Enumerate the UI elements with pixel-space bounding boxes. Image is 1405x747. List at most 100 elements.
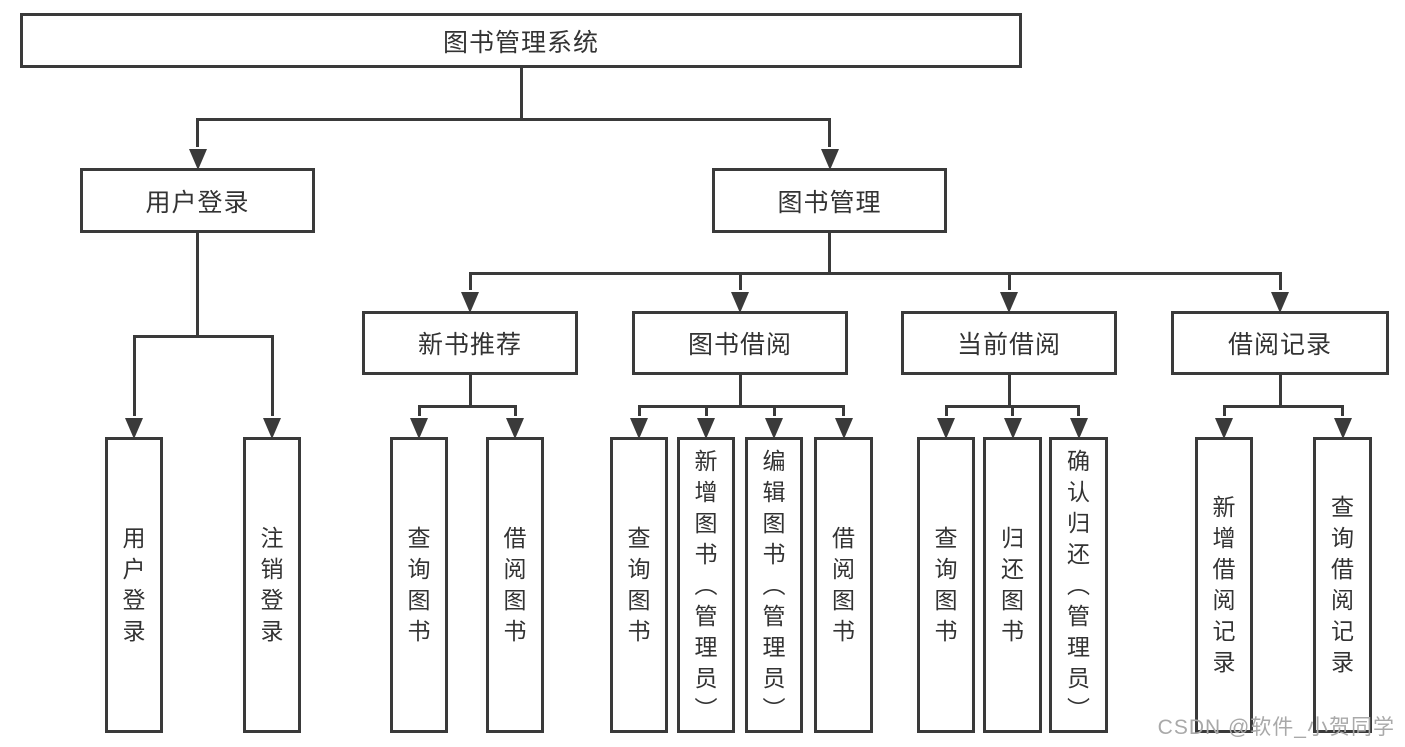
connector-arrowhead: [188, 149, 207, 170]
connector-line: [519, 68, 523, 121]
node-label-char: 图: [694, 509, 718, 536]
connector-line: [196, 233, 199, 338]
node-root: 图书管理系统: [20, 13, 1022, 68]
node-label-char: ︶: [694, 695, 718, 722]
connector-arrowhead: [820, 149, 839, 170]
node-label: 借阅记录: [1227, 331, 1332, 359]
node-label: 当前借阅: [956, 331, 1061, 359]
node-label-char: 查: [407, 525, 431, 551]
node-label-char: ︶: [1067, 695, 1090, 722]
node-label-char: 借: [1212, 556, 1236, 582]
node-label-char: 书: [694, 540, 718, 567]
node-label-char: 录: [122, 618, 146, 644]
node-label-char: 阅: [1331, 587, 1354, 613]
connector-arrowhead: [1271, 292, 1289, 313]
connector-line: [270, 338, 274, 416]
node-label-char: ︵: [762, 571, 786, 598]
node-label-char: 图: [762, 509, 786, 536]
node-label-char: 询: [1331, 525, 1354, 551]
node-label-char: 图: [832, 587, 855, 613]
node-label-char: 书: [832, 618, 855, 644]
node-label-char: ︵: [1067, 571, 1090, 598]
node-label-char: 登: [122, 587, 146, 613]
node-bb-borrow: 借阅图书: [814, 437, 873, 733]
node-label-char: 图: [627, 587, 651, 613]
connector-line: [468, 275, 472, 290]
node-label-char: 阅: [832, 556, 855, 582]
node-label-char: 书: [627, 618, 651, 644]
node-label-char: 增: [1212, 525, 1236, 551]
connector-arrowhead: [263, 418, 281, 439]
node-label-char: 询: [934, 556, 958, 582]
node-label-char: 注: [260, 525, 284, 551]
node-label-char: 管: [1067, 602, 1090, 629]
node-label-char: 录: [1331, 649, 1354, 675]
node-label-char: 管: [762, 602, 786, 629]
connector-line: [842, 408, 845, 416]
node-label-char: 增: [694, 478, 718, 505]
node-label-char: 查: [627, 525, 651, 551]
node-br-query: 查询借阅记录: [1313, 437, 1372, 733]
node-label-char: 查: [934, 525, 958, 551]
node-label: 图书管理: [777, 188, 882, 217]
connector-line: [1007, 375, 1011, 408]
connector-line: [1341, 408, 1344, 416]
node-label-char: 图: [503, 587, 527, 613]
node-current-borrow: 当前借阅: [901, 311, 1117, 375]
node-label-char: 新: [694, 447, 718, 474]
connector-arrowhead: [125, 418, 143, 439]
node-label-char: 阅: [503, 556, 527, 582]
node-label-char: 员: [694, 664, 718, 691]
connector-line: [828, 233, 831, 275]
node-label-char: 记: [1331, 618, 1354, 644]
node-label-char: 阅: [1212, 587, 1236, 613]
node-nbr-borrow: 借阅图书: [486, 437, 544, 733]
connector-line: [1222, 405, 1344, 408]
connector-arrowhead: [1069, 418, 1088, 439]
node-label-char: 借: [503, 525, 527, 551]
node-nbr-query: 查询图书: [390, 437, 448, 733]
connector-line: [637, 405, 845, 408]
node-label-char: 录: [260, 618, 284, 644]
node-label-char: 书: [934, 618, 958, 644]
node-label: 用户登录: [145, 188, 250, 217]
connector-arrowhead: [1333, 418, 1352, 439]
node-label: 图书借阅: [687, 331, 792, 359]
csdn-watermark: CSDN @软件_小贺同学: [1157, 716, 1395, 739]
node-label-char: 还: [1001, 556, 1024, 582]
node-label-char: 户: [122, 556, 146, 582]
node-label-char: 记: [1212, 618, 1236, 644]
node-new-book-rec: 新书推荐: [362, 311, 578, 375]
node-label-char: 录: [1212, 649, 1236, 675]
node-label-char: 员: [762, 664, 786, 691]
node-label-char: 新: [1212, 494, 1236, 520]
node-label-char: 书: [1001, 618, 1024, 644]
connector-line: [417, 408, 421, 416]
node-label-char: 认: [1067, 478, 1090, 505]
connector-line: [944, 408, 948, 416]
connector-line: [704, 408, 708, 416]
connector-line: [738, 275, 742, 290]
connector-arrowhead: [731, 292, 749, 313]
connector-line: [637, 408, 641, 416]
node-label-char: 归: [1001, 525, 1024, 551]
node-label-char: 书: [503, 618, 527, 644]
node-label-char: 登: [260, 587, 284, 613]
connector-line: [772, 408, 776, 416]
connector-line: [468, 375, 472, 408]
connector-line: [468, 272, 1282, 275]
node-label-char: 图: [1001, 587, 1024, 613]
node-label: 新书推荐: [417, 331, 522, 359]
node-label-char: 询: [407, 556, 431, 582]
connector-line: [196, 121, 199, 147]
connector-line: [417, 405, 517, 408]
connector-arrowhead: [765, 418, 783, 439]
node-bb-edit: 编辑图书︵管理员︶: [745, 437, 803, 733]
connector-line: [1011, 408, 1014, 416]
connector-line: [828, 121, 831, 147]
node-label-char: 理: [1067, 633, 1090, 660]
node-leaf-user-login: 用户登录: [105, 437, 163, 733]
connector-line: [196, 118, 831, 121]
connector-arrowhead: [506, 418, 524, 439]
